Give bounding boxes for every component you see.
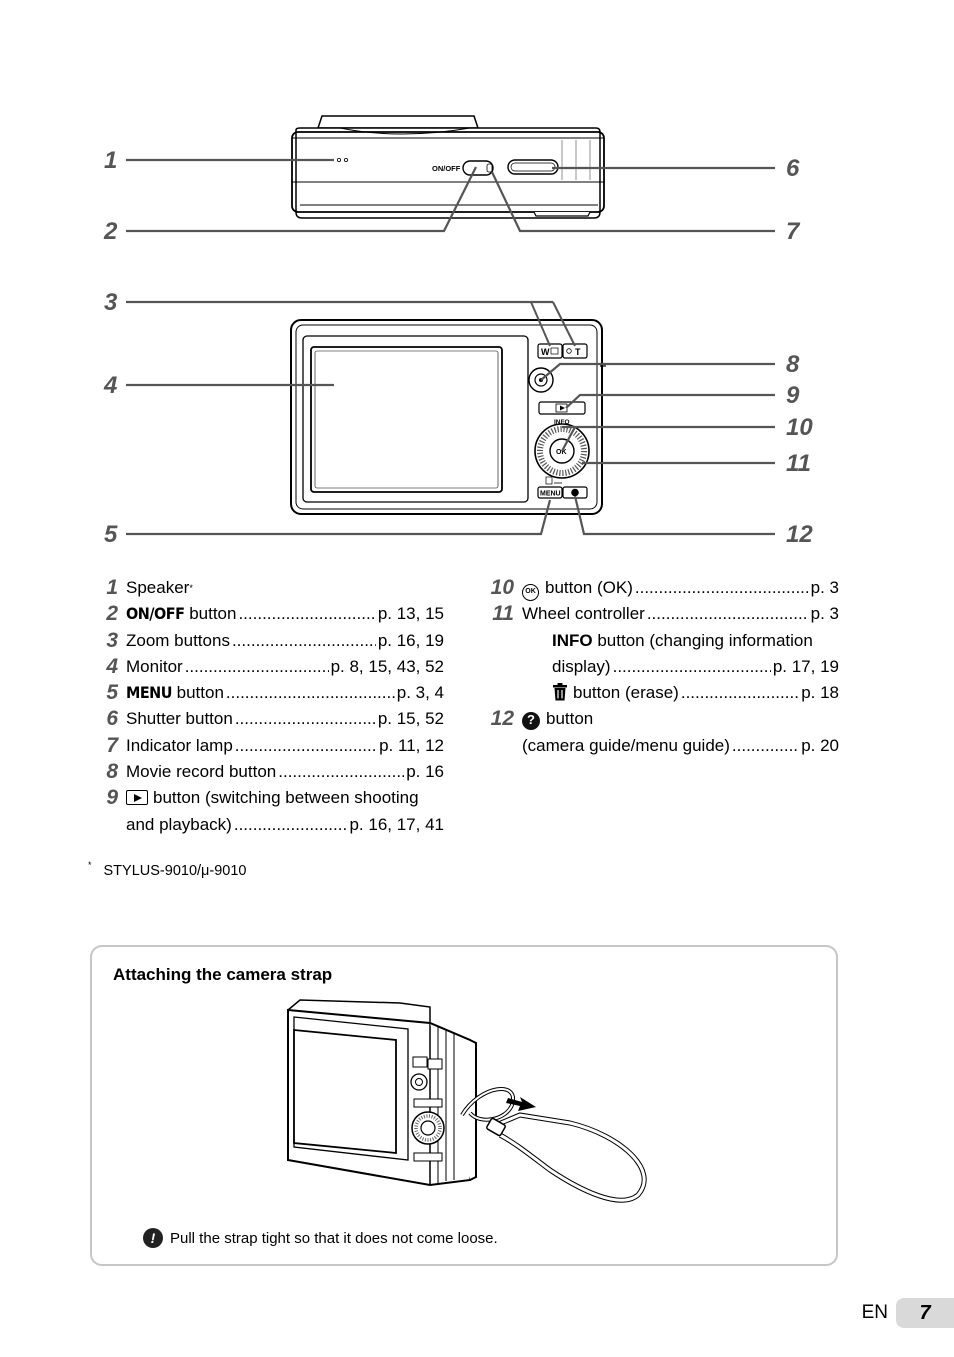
caution-icon: ! xyxy=(143,1228,163,1248)
svg-text:T: T xyxy=(575,347,581,357)
camera-back-view: W T INFO OK MENU xyxy=(290,319,606,515)
strap-illustration xyxy=(287,999,647,1203)
legend-item: 5 MENU button p. 3, 4 xyxy=(106,680,444,706)
svg-text:MENU: MENU xyxy=(540,491,561,498)
svg-text:INFO: INFO xyxy=(554,419,570,426)
ok-icon: OK xyxy=(522,583,539,601)
callout-1: 1 xyxy=(104,147,117,174)
legend-item: 7 Indicator lamp p. 11, 12 xyxy=(106,733,444,759)
page-footer: EN 7 xyxy=(862,1298,954,1328)
trash-icon xyxy=(553,683,567,701)
help-icon: ? xyxy=(522,711,540,730)
legend-item: 4 Monitor p. 8, 15, 43, 52 xyxy=(106,654,444,680)
callout-3: 3 xyxy=(104,289,118,316)
callout-2: 2 xyxy=(103,218,118,245)
legend-item-continued: display) p. 17, 19 xyxy=(522,654,839,680)
strap-info-box xyxy=(90,945,838,1266)
playback-icon xyxy=(126,790,148,806)
svg-text:W: W xyxy=(541,347,550,357)
monitor xyxy=(310,346,503,493)
svg-text:OK: OK xyxy=(556,449,567,456)
on-off-button xyxy=(462,160,494,176)
page-language: EN xyxy=(861,1302,888,1323)
strap-title: Attaching the camera strap xyxy=(113,965,333,984)
callout-7: 7 xyxy=(786,218,801,245)
legend-item: 8 Movie record button p. 16 xyxy=(106,759,444,785)
legend-item-continued: and playback) p. 16, 17, 41 xyxy=(126,812,444,838)
camera-top-view: ON/OFF xyxy=(291,115,605,219)
on-off-mark: ON/OFF xyxy=(126,604,185,624)
shutter-button xyxy=(507,159,559,175)
callout-9: 9 xyxy=(786,382,800,409)
callout-6: 6 xyxy=(786,155,800,182)
callout-4: 4 xyxy=(103,372,117,399)
callout-8: 8 xyxy=(786,351,800,378)
legend-item: INFO button (changing information xyxy=(552,630,813,650)
legend-item: 3 Zoom buttons p. 16, 19 xyxy=(106,628,444,654)
callout-11: 11 xyxy=(786,450,811,477)
strap-note: ! Pull the strap tight so that it does n… xyxy=(143,1228,498,1248)
legend-left: 1 Speaker* 2 ON/OFF button p. 13, 15 3 Z… xyxy=(106,575,444,838)
callout-10: 10 xyxy=(786,414,813,441)
menu-mark: MENU xyxy=(126,683,172,703)
callout-5: 5 xyxy=(104,521,118,548)
help-icon xyxy=(571,488,579,497)
indicator-lamp xyxy=(486,163,493,173)
legend-item: 1 Speaker* xyxy=(106,576,193,599)
info-mark: INFO xyxy=(552,630,593,650)
legend-item: button (erase) p. 18 xyxy=(522,680,839,706)
callout-numbers: 1 2 3 4 5 6 7 8 9 10 11 12 xyxy=(103,147,813,548)
legend-item: 6 Shutter button p. 15, 52 xyxy=(106,706,444,732)
legend-item: 11 Wheel controller p. 3 xyxy=(492,601,839,627)
page-number: 7 xyxy=(896,1298,954,1328)
callout-12: 12 xyxy=(786,521,813,548)
callout-leaders xyxy=(126,158,775,536)
menu-button xyxy=(537,486,563,499)
footnote: *STYLUS-9010/μ-9010 xyxy=(88,860,247,879)
legend-item: 2 ON/OFF button p. 13, 15 xyxy=(106,601,444,627)
legend-item-continued: (camera guide/menu guide) p. 20 xyxy=(522,733,839,759)
legend-item: 9 button (switching between shooting xyxy=(106,786,419,810)
on-off-label: ON/OFF xyxy=(432,164,461,173)
legend-item: 12 ?button xyxy=(490,707,594,731)
camera-diagram: ON/OFF W T INFO OK xyxy=(103,115,813,548)
